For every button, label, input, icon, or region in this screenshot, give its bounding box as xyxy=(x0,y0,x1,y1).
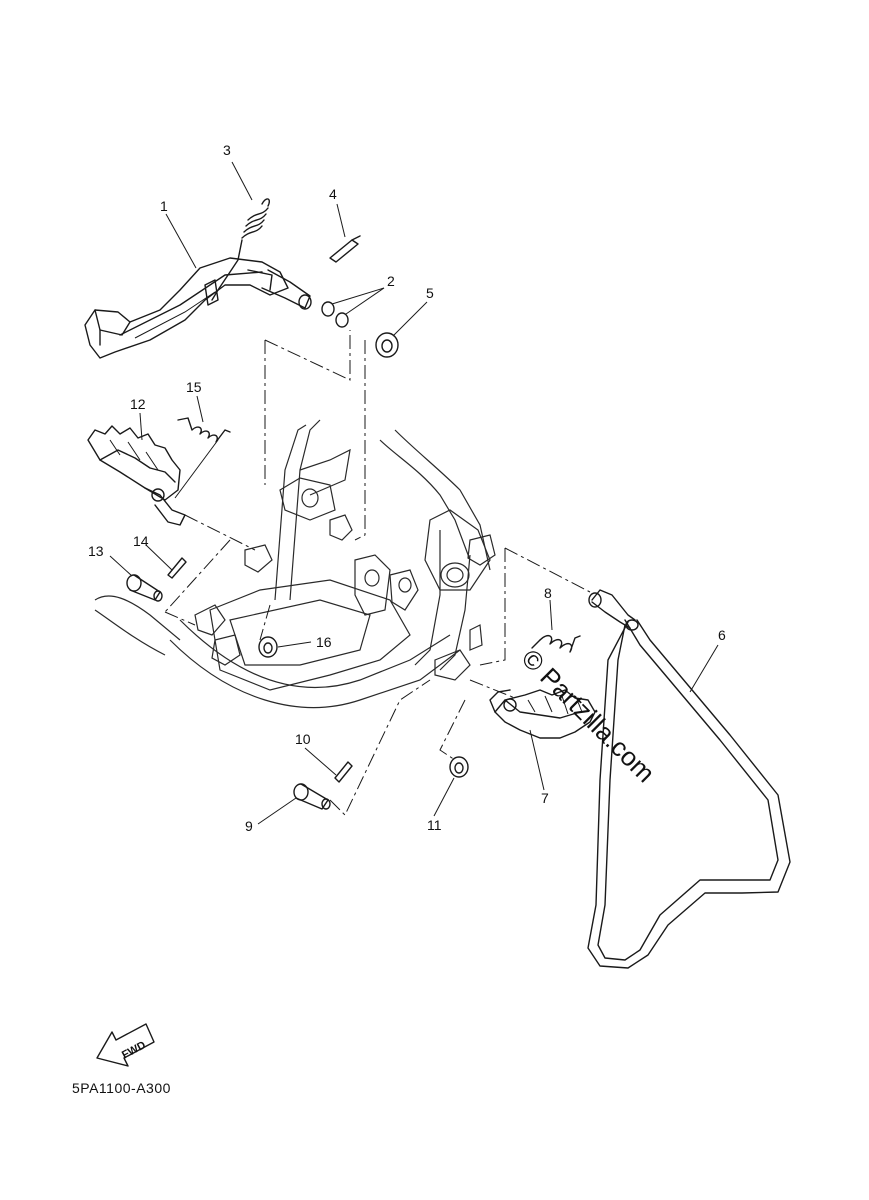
pin-part-13 xyxy=(126,574,163,602)
spring-part-3 xyxy=(211,198,271,301)
callout-2: 2 xyxy=(387,273,395,289)
frame-drawing xyxy=(94,419,496,709)
callout-9: 9 xyxy=(245,818,253,834)
assembly-lines xyxy=(164,330,591,816)
callout-7: 7 xyxy=(541,790,549,806)
cotter-pin-part-4 xyxy=(329,235,361,263)
callout-15: 15 xyxy=(186,379,202,395)
footrest-right-part-7 xyxy=(489,689,596,739)
washer-part-5 xyxy=(375,332,399,358)
callout-13: 13 xyxy=(88,543,104,559)
spring-part-15 xyxy=(177,417,231,443)
fwd-arrow-icon: FWD xyxy=(96,1023,155,1067)
callout-3: 3 xyxy=(223,142,231,158)
cotter-pin-part-10 xyxy=(334,761,353,783)
leader-lines xyxy=(109,161,719,825)
o-rings-part-2 xyxy=(321,301,349,328)
collar-part-16 xyxy=(258,636,278,658)
callout-1: 1 xyxy=(160,198,168,214)
pin-part-9 xyxy=(293,783,331,810)
callout-8: 8 xyxy=(544,585,552,601)
callout-14: 14 xyxy=(133,533,149,549)
callout-4: 4 xyxy=(329,186,337,202)
callout-11: 11 xyxy=(427,817,442,833)
callout-12: 12 xyxy=(130,396,146,412)
callouts: 1 2 3 4 5 6 7 8 9 10 11 12 13 14 15 16 xyxy=(88,142,726,834)
callout-16: 16 xyxy=(316,634,332,650)
spring-part-8 xyxy=(531,634,581,653)
callout-5: 5 xyxy=(426,285,434,301)
callout-10: 10 xyxy=(295,731,311,747)
cotter-pin-part-14 xyxy=(167,557,187,579)
callout-6: 6 xyxy=(718,627,726,643)
brake-pedal xyxy=(84,257,312,359)
stand-part-6 xyxy=(587,589,791,969)
collar-part-11 xyxy=(449,756,469,778)
diagram-code: 5PA1100-A300 xyxy=(72,1080,171,1096)
watermark-text: © Partzilla.com xyxy=(516,643,661,788)
footrest-left-part-12 xyxy=(87,425,186,526)
